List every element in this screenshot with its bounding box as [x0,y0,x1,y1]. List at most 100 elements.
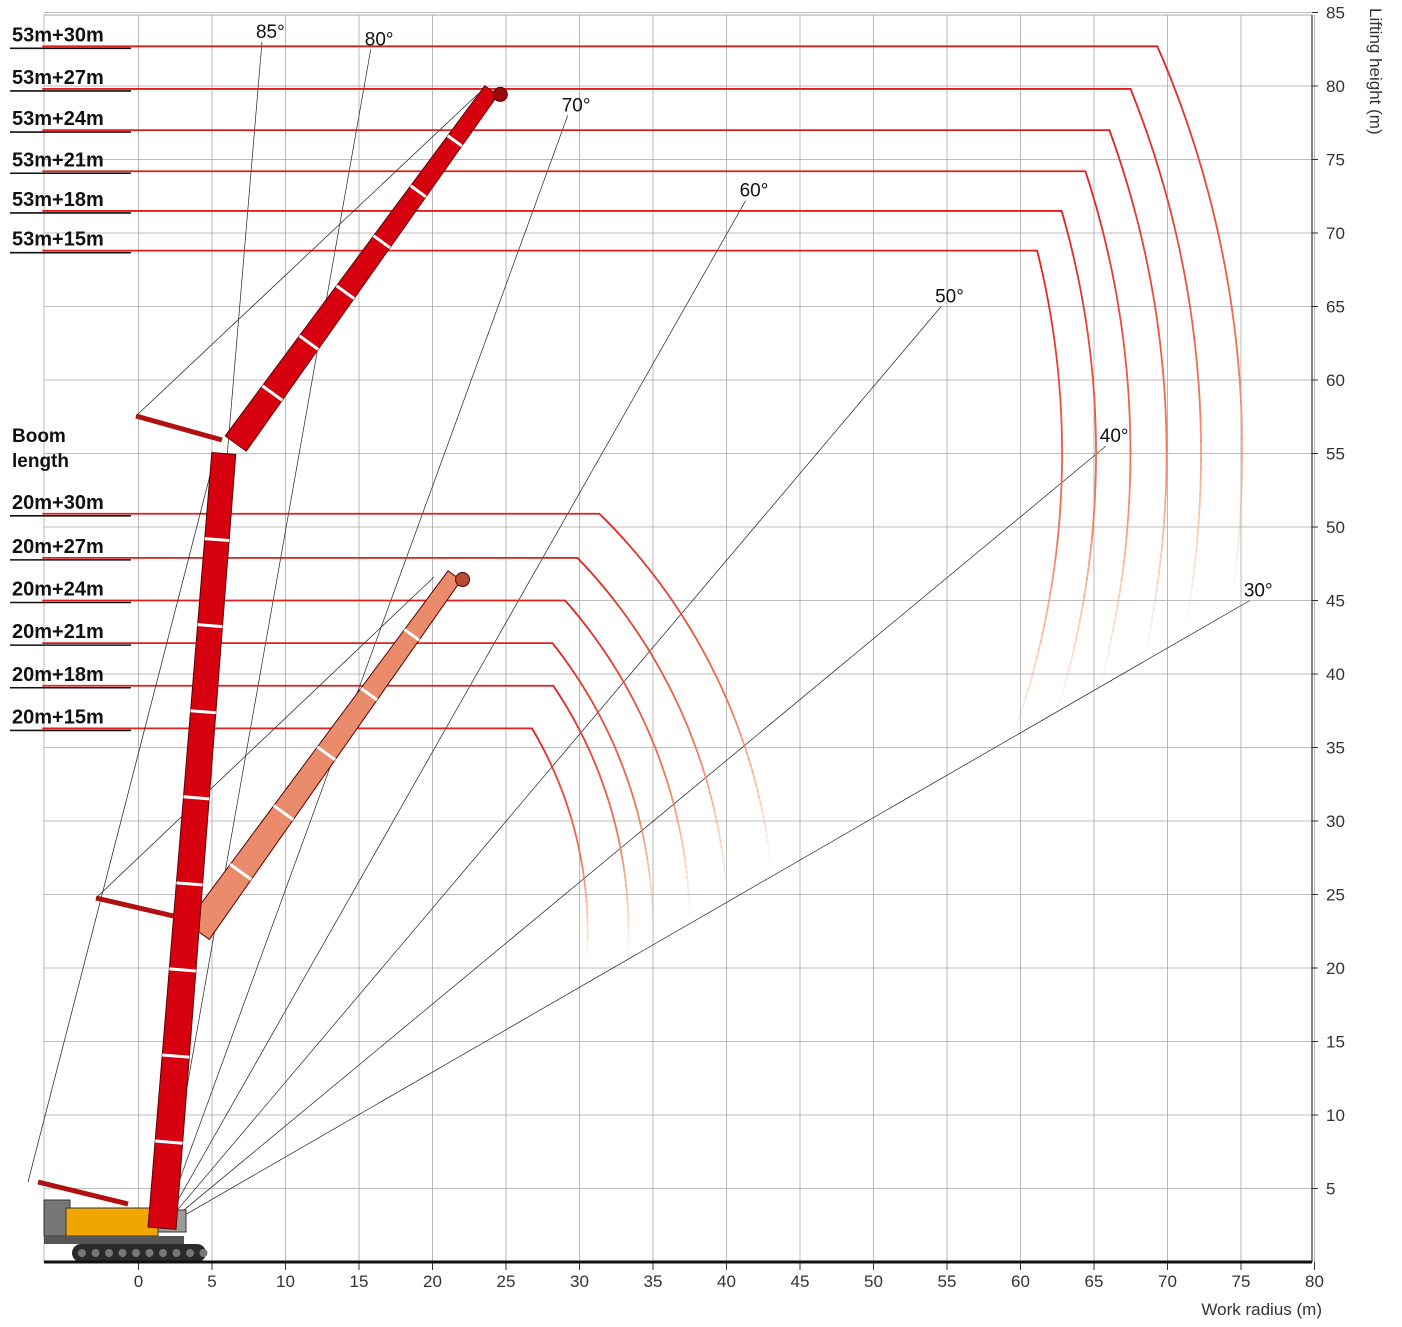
x-tick-label: 55 [938,1272,957,1291]
curve-segment [1181,106,1184,115]
curve-segment [1084,310,1085,318]
curve-segment [1154,301,1155,310]
angle-ray [162,601,1250,1229]
curve-segment [676,700,679,706]
curve-segment [1145,643,1147,652]
curve-segment [1154,600,1155,609]
curve-segment [1158,166,1161,175]
curve-segment [688,728,690,734]
curve-segment [1175,89,1178,98]
curve-segment [1075,637,1077,645]
curve-segment [1153,292,1154,301]
y-tick-label: 55 [1326,445,1345,464]
curve-segment [1149,140,1152,149]
curve-segment [1131,197,1133,206]
curve-segment [1035,657,1037,665]
curve-segment [586,567,590,572]
curve-segment [1190,306,1191,315]
curve-segment [1106,246,1108,254]
curve-segment [1171,80,1174,89]
x-tick-label: 10 [276,1272,295,1291]
jib-tip-sheave-high [493,87,507,101]
curve-segment [635,552,639,557]
curve-segment [1160,174,1163,183]
boom-length-label: 20m+24m [12,579,104,601]
y-tick-label: 5 [1326,1180,1335,1199]
x-tick-label: 50 [864,1272,883,1291]
curve-segment [1060,695,1062,703]
curve-segment [1164,388,1165,397]
curve-segment [686,722,688,728]
x-tick-label: 70 [1158,1272,1177,1291]
curve-segment [1184,271,1186,280]
curve-segment [1168,200,1170,209]
curve-segment [594,576,598,581]
curve-segment [751,765,753,771]
jib-mast-high [136,416,222,440]
curve-segment [1191,315,1192,324]
curve-segment [1198,522,1199,531]
curve-segment [1066,227,1068,235]
curve-segment [1221,247,1223,256]
curve-segment [1124,172,1127,180]
curve-segment [1122,331,1123,340]
curve-segment [667,683,670,689]
x-tick-label: 80 [1305,1272,1324,1291]
curve-segment [1219,238,1221,247]
curve-segment [1238,356,1239,365]
curve-segment [1180,253,1182,262]
curve-segment [1088,335,1089,343]
track-roller [159,1249,167,1257]
track-roller [105,1249,113,1257]
curve-segment [652,573,656,578]
curve-segment [1238,366,1239,375]
curve-segment [1057,703,1059,711]
curve-segment [1124,554,1125,563]
x-tick-label: 45 [791,1272,810,1291]
curve-segment [660,583,664,588]
curve-segment [1085,171,1088,179]
curve-segment [1191,585,1192,594]
curve-segment [1060,396,1061,404]
curve-segment [736,722,738,728]
y-tick-label: 20 [1326,959,1345,978]
boom-section-joint [176,883,202,885]
curve-segment [1067,670,1069,678]
curve-segment [670,689,673,695]
boom-section-joint [169,969,196,971]
curve-segment [706,656,709,662]
curve-segment [718,679,721,685]
curve-segment [765,823,766,829]
curve-segment [1235,329,1236,338]
curve-segment [1193,567,1194,576]
curve-segment [1093,512,1094,520]
boom-section-joint [198,625,223,627]
boom-length-label: 53m+30m [12,24,104,46]
curve-segment [1144,249,1146,258]
curve-segment [1116,605,1117,613]
curve-segment [1053,569,1054,577]
curve-segment [1235,568,1236,577]
curve-segment [1151,617,1153,626]
curve-segment [1109,639,1111,647]
curve-segment [1053,331,1054,339]
curve-segment [1103,665,1105,673]
curve-segment [720,685,723,691]
curve-segment [1021,705,1023,713]
curve-segment [610,595,614,600]
boom-length-label: 53m+15m [12,229,104,251]
curve-segment [1059,520,1060,528]
x-tick-label: 20 [423,1272,442,1291]
track-roller [146,1249,154,1257]
curve-segment [656,661,659,666]
curve-segment [1164,380,1165,389]
curve-segment [1073,645,1075,653]
curve-segment [1126,537,1127,546]
curve-segment [1094,394,1095,402]
curve-segment [1127,529,1128,538]
curve-segment [1149,275,1151,284]
curve-segment [1076,268,1078,276]
curve-segment [1239,375,1240,384]
curve-segment [719,835,720,841]
curve-segment [1204,176,1206,185]
